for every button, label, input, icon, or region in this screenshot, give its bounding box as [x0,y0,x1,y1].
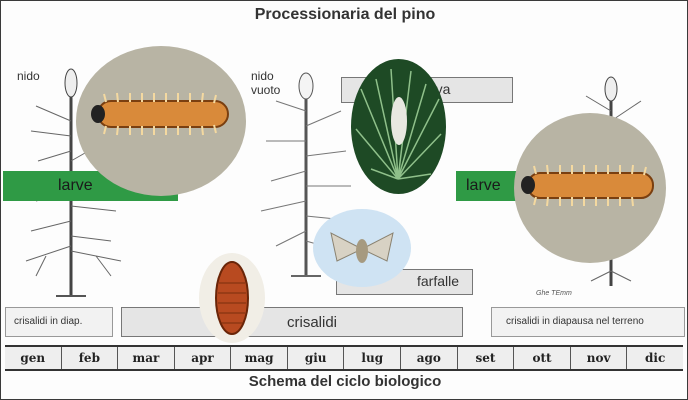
pupae-bar: crisalidi [121,307,463,337]
month-gen: gen [5,347,62,369]
empty-nest-label-line1: nido [251,69,274,83]
months-row: gen feb mar apr mag giu lug ago set ott … [5,345,683,371]
pupae-diapause-long-label: crisalidi in diapausa nel terreno [506,316,644,327]
pupae-diapause-short-bar: crisalidi in diap. [5,307,113,337]
empty-nest-label-line2: vuoto [251,83,281,97]
month-ago: ago [401,347,458,369]
caterpillar-photo-right [514,113,666,263]
moths-label: farfalle [417,273,460,289]
month-dic: dic [645,351,666,365]
pine-needles-icon [355,68,442,180]
diagram-footer: Schema del ciclo biologico [248,373,442,390]
month-set: set [458,347,515,369]
artist-signature: Ghe TEmm [536,290,572,297]
month-mar: mar [118,347,175,369]
month-apr: apr [175,347,232,369]
month-ott: ott [514,347,571,369]
caterpillar-photo-left [76,46,246,196]
month-lug: lug [344,347,402,369]
pupae-diapause-long-bar: crisalidi in diapausa nel terreno [491,307,685,337]
pupae-label: crisalidi [287,314,338,331]
pupae-diapause-short-label: crisalidi in diap. [14,316,83,327]
pupa-icon [215,261,249,335]
larvae-label-right: larve [466,177,501,194]
month-giu: giu [288,347,345,369]
caterpillar-icon [91,92,229,136]
month-feb: feb [62,347,119,369]
pupa-photo [199,253,265,343]
caterpillar-icon-right [521,164,654,207]
month-nov: nov [571,347,628,369]
month-mag: mag [231,347,288,369]
nest-label: nido [17,69,40,83]
pine-eggs-photo [351,59,446,194]
moth-icon [330,232,394,263]
moth-photo [313,209,411,287]
diagram-title: Processionaria del pino [254,6,436,23]
larvae-label-left: larve [58,177,93,194]
